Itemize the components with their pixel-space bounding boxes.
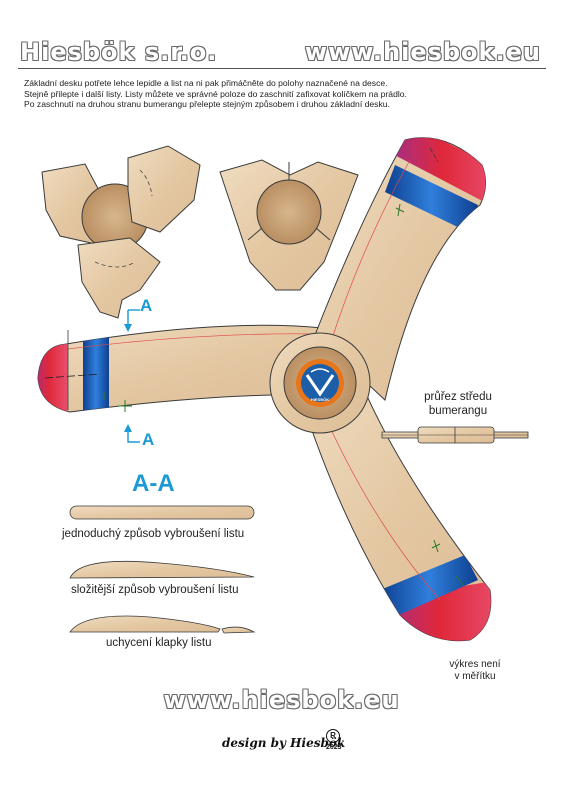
profile-complex-label: složitější způsob vybroušení listu [71, 584, 239, 596]
plate-piece-top [127, 145, 201, 233]
instruction-line: Základní desku potřete lehce lepidle a l… [24, 78, 388, 88]
boomerang-arm-left [37, 324, 331, 413]
section-label-a-top: A [140, 296, 153, 315]
profile-complex [69, 560, 255, 579]
instruction-line: Po zaschnutí na druhou stranu bumerangu … [24, 99, 390, 110]
base-plate-assembled [219, 159, 359, 291]
scale-note: výkres není v měřítku [442, 659, 508, 683]
footer-website: www.hiesbok.eu [163, 686, 400, 714]
designer-signature: design by Hiesbök [222, 736, 346, 750]
scale-note-line: v měřítku [454, 671, 496, 682]
profile-flap [69, 615, 256, 634]
header-divider [18, 68, 546, 69]
cross-section-label-line: průřez středu [424, 391, 492, 403]
section-arrow-bottom [124, 424, 140, 443]
boomerang-arm-top [314, 137, 486, 401]
scale-note-line: výkres není [449, 659, 501, 670]
cross-section-label: průřez středu bumerangu [420, 390, 496, 418]
section-title: A-A [132, 470, 175, 497]
profile-simple [69, 505, 255, 520]
instruction-line: Stejně přilepte i další listy. Listy můž… [24, 88, 407, 99]
section-arrow-top [124, 309, 140, 332]
profile-flap-label: uchycení klapky listu [106, 637, 212, 649]
registered-mark: R [326, 729, 340, 743]
boomerang-arm-bottom [299, 379, 492, 642]
center-cross-section [381, 426, 529, 444]
plate-piece-bottom [77, 237, 161, 319]
boomerang-hub: HIESBÖK [269, 332, 371, 434]
header-website: www.hiesbok.eu [304, 38, 541, 66]
company-name: Hiesbök s.r.o. [20, 38, 218, 66]
profile-simple-label: jednoduchý způsob vybroušení listu [62, 528, 245, 540]
cross-section-label-line: bumerangu [428, 405, 488, 417]
instructions: Základní desku potřete lehce lepidle a l… [24, 78, 544, 110]
footer-year: 2023 [326, 744, 342, 751]
logo-text: HIESBÖK [311, 397, 329, 402]
section-label-a-bottom: A [142, 430, 155, 449]
